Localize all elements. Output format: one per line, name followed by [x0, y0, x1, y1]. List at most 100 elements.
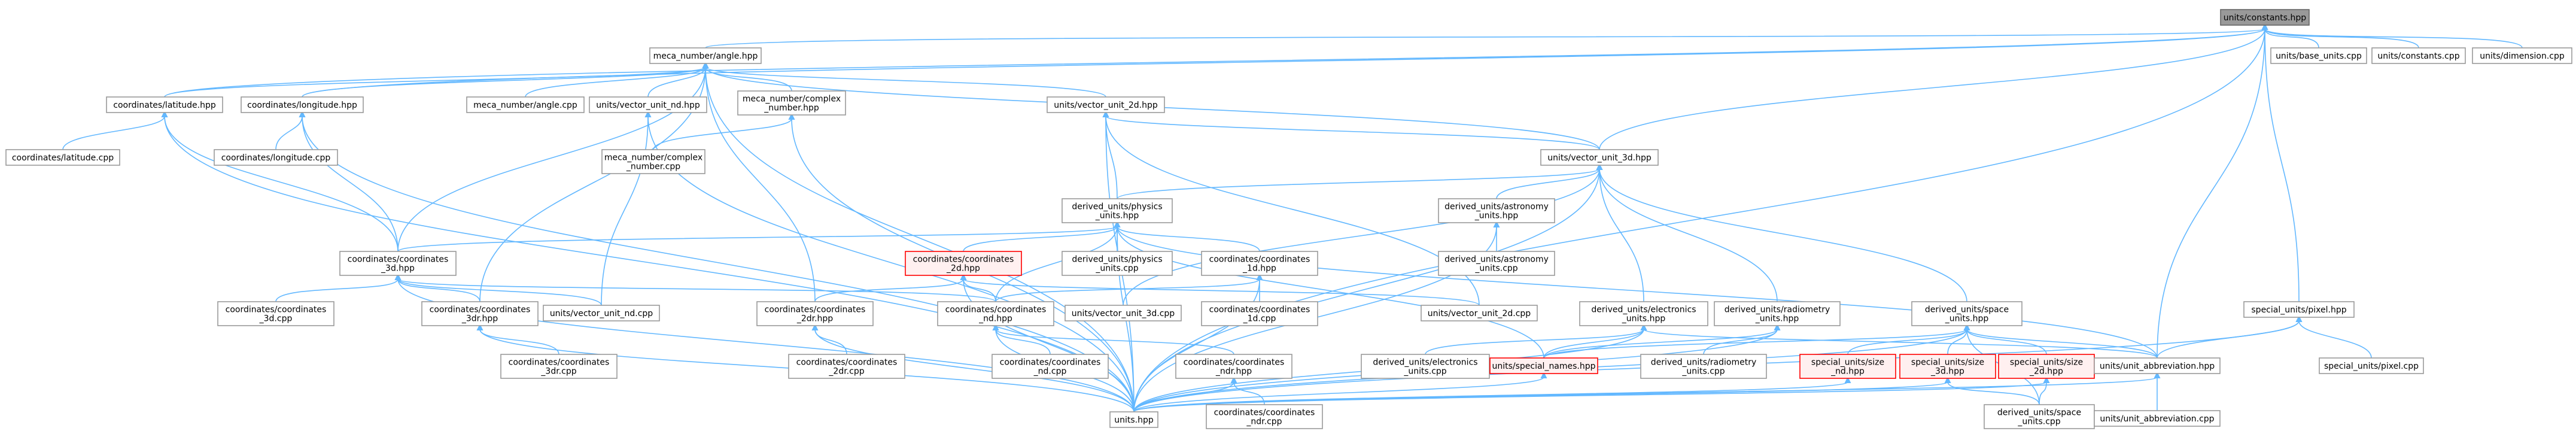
node-coordinates-3dr-hpp[interactable]: coordinates/coordinates_3dr.hpp	[421, 301, 539, 326]
node-base-units-cpp[interactable]: units/base_units.cpp	[2270, 47, 2367, 64]
node-latitude-cpp[interactable]: coordinates/latitude.cpp	[5, 149, 120, 166]
node-angle-hpp[interactable]: meca_number/angle.hpp	[649, 47, 762, 64]
node-pixel-cpp[interactable]: special_units/pixel.cpp	[2319, 357, 2424, 374]
node-vector-unit-3d-hpp[interactable]: units/vector_unit_3d.hpp	[1540, 149, 1659, 166]
edge-physics_units_hpp-to-unit_abbreviation_hpp	[1114, 221, 2158, 359]
node-coordinates-nd-cpp[interactable]: coordinates/coordinates_nd.cpp	[992, 354, 1109, 379]
node-label: _units.hpp	[1622, 314, 1666, 324]
node-unit-abbreviation-cpp[interactable]: units/unit_abbreviation.cpp	[2094, 410, 2221, 427]
node-box	[421, 301, 539, 326]
edge-coordinates_2d_hpp-to-vector_unit_2d_cpp	[960, 274, 1480, 306]
node-box	[339, 251, 457, 276]
node-constants-cpp[interactable]: units/constants.cpp	[2371, 47, 2466, 64]
edge-root-to-angle_hpp	[705, 23, 2268, 48]
node-latitude-hpp[interactable]: coordinates/latitude.hpp	[106, 96, 223, 113]
edge-latitude_hpp-to-coordinates_3d_hpp	[161, 111, 399, 252]
edge-vector_unit_3d_hpp-to-radiometry_units_hpp	[1596, 163, 1778, 302]
node-physics-units-cpp[interactable]: derived_units/physics_units.cpp	[1062, 251, 1173, 276]
node-box	[2270, 47, 2367, 64]
edge-coordinates_2d_hpp-to-coordinates_2dr_hpp	[814, 274, 967, 302]
node-label: derived_units/space	[1997, 408, 2081, 418]
node-box	[543, 305, 660, 321]
edge-vector_unit_3d_hpp-to-space_units_hpp	[1596, 163, 1967, 302]
edge-size_3d_hpp-to-space_units_cpp	[1944, 377, 2040, 405]
node-astronomy-units-cpp[interactable]: derived_units/astronomy_units.cpp	[1438, 251, 1555, 276]
node-label: units.hpp	[1114, 415, 1154, 425]
node-label: _number.cpp	[626, 162, 680, 172]
node-box	[214, 149, 338, 166]
node-coordinates-nd-hpp[interactable]: coordinates/coordinates_nd.hpp	[937, 301, 1054, 326]
edge-pixel_hpp-to-pixel_cpp	[2295, 315, 2372, 359]
node-angle-cpp[interactable]: meca_number/angle.cpp	[466, 96, 585, 113]
node-label: _units.hpp	[1095, 211, 1139, 221]
node-size-2d-hpp[interactable]: special_units/size_2d.hpp	[1998, 354, 2095, 379]
node-label: _1d.cpp	[1243, 314, 1276, 324]
edge-electronics_units_hpp-to-special_names_hpp	[1543, 324, 1647, 359]
node-complex-number-hpp[interactable]: meca_number/complex_number.hpp	[737, 90, 846, 116]
node-coordinates-1d-cpp[interactable]: coordinates/coordinates_1d.cpp	[1201, 301, 1318, 326]
node-longitude-hpp[interactable]: coordinates/longitude.hpp	[241, 96, 364, 113]
node-coordinates-1d-hpp[interactable]: coordinates/coordinates_1d.hpp	[1201, 251, 1318, 276]
edge-coordinates_3d_hpp-to-units_hpp	[394, 274, 1135, 412]
node-space-units-hpp[interactable]: derived_units/space_units.hpp	[1911, 301, 2023, 326]
edge-electronics_units_hpp-to-electronics_units_cpp	[1425, 324, 1647, 355]
node-size-nd-hpp[interactable]: special_units/size_nd.hpp	[1799, 354, 1896, 379]
node-coordinates-3d-cpp[interactable]: coordinates/coordinates_3d.cpp	[217, 301, 334, 326]
node-coordinates-2dr-cpp[interactable]: coordinates/coordinates_2dr.cpp	[788, 354, 905, 379]
node-label: _units.cpp	[1095, 264, 1138, 274]
node-pixel-hpp[interactable]: special_units/pixel.hpp	[2243, 301, 2355, 318]
node-units-hpp[interactable]: units.hpp	[1109, 411, 1158, 428]
node-label: _2dr.cpp	[828, 367, 864, 377]
node-box	[1438, 251, 1555, 276]
edge-physics_units_hpp-to-coordinates_2d_hpp	[963, 221, 1121, 252]
node-coordinates-2d-hpp[interactable]: coordinates/coordinates_2d.hpp	[905, 251, 1022, 276]
node-label: _nd.hpp	[1830, 367, 1865, 377]
node-box	[1911, 301, 2023, 326]
node-box	[1201, 251, 1318, 276]
node-label: units/constants.cpp	[2377, 51, 2459, 61]
node-coordinates-2dr-hpp[interactable]: coordinates/coordinates_2dr.hpp	[756, 301, 874, 326]
node-vector-unit-nd-hpp[interactable]: units/vector_unit_nd.hpp	[589, 96, 707, 113]
node-label: _units.hpp	[1755, 314, 1799, 324]
node-electronics-units-hpp[interactable]: derived_units/electronics_units.hpp	[1579, 301, 1708, 326]
edge-latitude_hpp-to-units_hpp	[161, 111, 1135, 412]
node-box	[992, 354, 1109, 379]
node-root[interactable]: units/constants.hpp	[2220, 9, 2310, 26]
node-vector-unit-2d-cpp[interactable]: units/vector_unit_2d.cpp	[1421, 305, 1538, 321]
edge-root-to-longitude_hpp	[302, 23, 2268, 98]
node-space-units-cpp[interactable]: derived_units/space_units.cpp	[1984, 404, 2095, 429]
node-unit-abbreviation-hpp[interactable]: units/unit_abbreviation.hpp	[2094, 357, 2221, 374]
node-size-3d-hpp[interactable]: special_units/size_3d.hpp	[1899, 354, 1996, 379]
node-astronomy-units-hpp[interactable]: derived_units/astronomy_units.hpp	[1438, 198, 1555, 223]
node-complex-number-cpp[interactable]: meca_number/complex_number.cpp	[601, 149, 705, 174]
node-longitude-cpp[interactable]: coordinates/longitude.cpp	[214, 149, 338, 166]
edge-coordinates_3d_hpp-to-vector_unit_nd_cpp	[394, 274, 602, 306]
node-label: derived_units/electronics	[1373, 358, 1477, 368]
node-label: coordinates/coordinates	[226, 305, 327, 315]
edge-vector_unit_nd_hpp-to-vector_unit_nd_cpp	[601, 111, 652, 306]
node-electronics-units-cpp[interactable]: derived_units/electronics_units.cpp	[1361, 354, 1490, 379]
edge-vector_unit_3d_hpp-to-physics_units_hpp	[1117, 163, 1603, 199]
node-radiometry-units-hpp[interactable]: derived_units/radiometry_units.hpp	[1714, 301, 1841, 326]
node-coordinates-3d-hpp[interactable]: coordinates/coordinates_3d.hpp	[339, 251, 457, 276]
node-radiometry-units-cpp[interactable]: derived_units/radiometry_units.cpp	[1640, 354, 1767, 379]
node-special-names-hpp[interactable]: units/special_names.hpp	[1489, 357, 1598, 374]
node-label: coordinates/coordinates	[945, 305, 1047, 315]
node-vector-unit-3d-cpp[interactable]: units/vector_unit_3d.cpp	[1065, 305, 1182, 321]
node-vector-unit-nd-cpp[interactable]: units/vector_unit_nd.cpp	[543, 305, 660, 321]
node-box	[1361, 354, 1490, 379]
node-coordinates-3dr-cpp[interactable]: coordinates/coordinates_3dr.cpp	[500, 354, 618, 379]
node-dimension-cpp[interactable]: units/dimension.cpp	[2472, 47, 2572, 64]
node-box	[500, 354, 618, 379]
edge-root-to-vector_unit_3d_hpp	[1599, 23, 2268, 150]
node-vector-unit-2d-hpp[interactable]: units/vector_unit_2d.hpp	[1047, 96, 1165, 113]
edge-vector_unit_3d_hpp-to-astronomy_units_hpp	[1496, 163, 1603, 199]
node-label: _3d.cpp	[259, 314, 293, 324]
node-layer: units/constants.hpp meca_number/angle.hpp…	[5, 9, 2572, 429]
node-label: _ndr.cpp	[1246, 417, 1282, 427]
node-label: units/special_names.hpp	[1492, 362, 1595, 371]
node-physics-units-hpp[interactable]: derived_units/physics_units.hpp	[1062, 198, 1173, 223]
node-coordinates-ndr-cpp[interactable]: coordinates/coordinates_ndr.cpp	[1206, 404, 1323, 429]
node-coordinates-ndr-hpp[interactable]: coordinates/coordinates_ndr.hpp	[1175, 354, 1292, 379]
node-label: _3dr.cpp	[540, 367, 576, 377]
